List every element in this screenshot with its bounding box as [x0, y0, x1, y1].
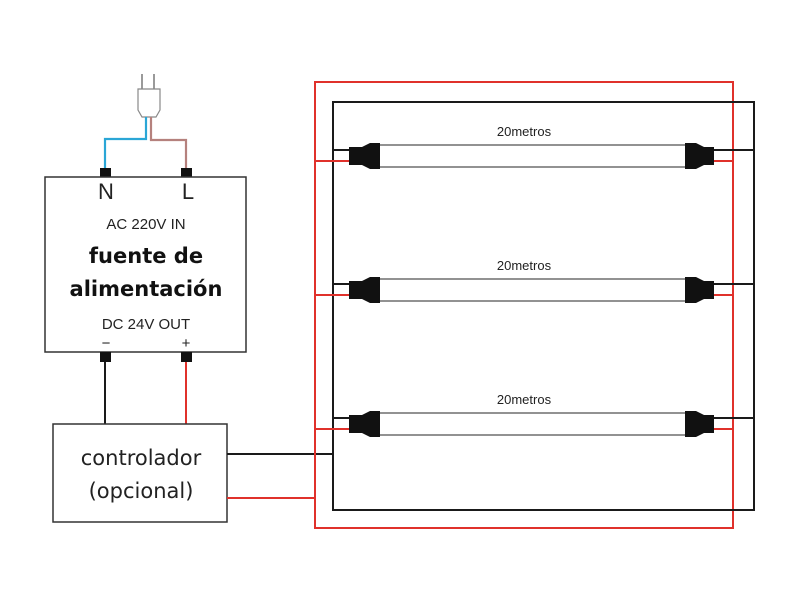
terminal-minus-block: [100, 352, 111, 362]
strip-right-connector: [685, 277, 714, 303]
strip-right-connector: [685, 143, 714, 169]
power-supply-title-2: alimentación: [70, 277, 223, 301]
terminal-l-label: L: [182, 179, 194, 204]
terminal-minus-label: −: [102, 335, 111, 352]
strip-length-label: 20metros: [497, 258, 552, 273]
live-wire: [149, 117, 188, 170]
controller-box: [52, 423, 228, 523]
terminal-n-label: N: [98, 179, 114, 204]
terminal-plus-label: +: [182, 335, 191, 352]
strip-length-label: 20metros: [497, 392, 552, 407]
led-strip: 20metros: [315, 124, 754, 169]
led-strip: 20metros: [315, 258, 754, 303]
strip-left-connector: [349, 143, 380, 169]
neutral-wire: [103, 117, 148, 170]
controller-label-2: (opcional): [89, 479, 194, 503]
terminal-n-block: [100, 168, 111, 177]
power-supply-title-1: fuente de: [89, 244, 203, 268]
input-label: AC 220V IN: [106, 216, 185, 233]
negative-bus-frame: [332, 101, 755, 511]
output-label: DC 24V OUT: [102, 316, 190, 333]
terminal-l-block: [181, 168, 192, 177]
plug-icon: [137, 74, 161, 118]
strip-left-connector: [349, 411, 380, 437]
strip-length-label: 20metros: [497, 124, 552, 139]
terminal-plus-block: [181, 352, 192, 362]
led-strip: 20metros: [315, 392, 754, 437]
strip-right-connector: [685, 411, 714, 437]
strip-left-connector: [349, 277, 380, 303]
power-supply-box: [44, 176, 247, 353]
controller-label-1: controlador: [81, 446, 202, 470]
positive-bus-frame: [314, 81, 734, 529]
